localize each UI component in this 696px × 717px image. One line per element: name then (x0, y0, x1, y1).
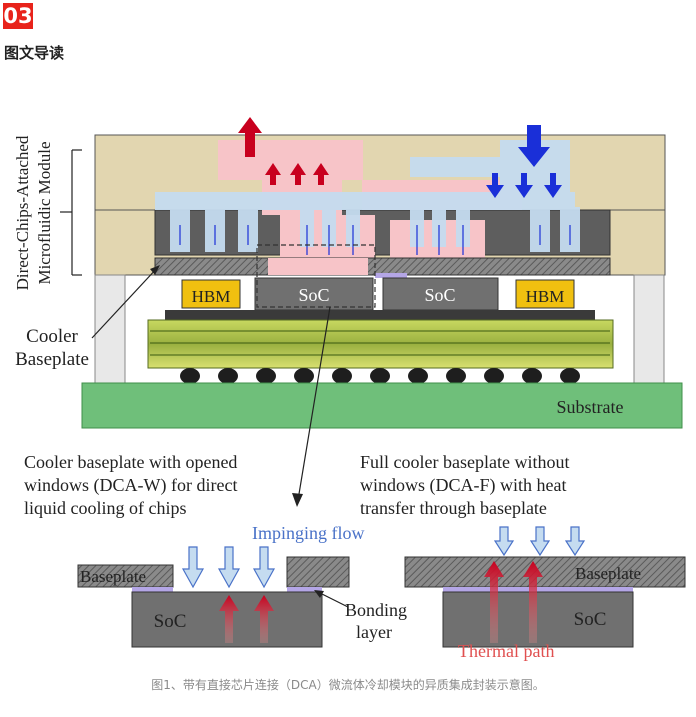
left-desc-line3: liquid cooling of chips (24, 498, 186, 518)
substrate (81, 382, 683, 429)
dcaw-bonding-right (287, 587, 322, 592)
interposer (165, 310, 595, 320)
dcaw-baseplate-left (77, 564, 174, 588)
dcaw-hot-arrows (219, 595, 274, 643)
dcaf-soc-label: SoC (574, 609, 607, 630)
bonding-label-line1: Bonding (345, 600, 407, 620)
dcaf-soc (442, 591, 634, 648)
impinging-flow-label: Impinging flow (252, 523, 365, 543)
soc-left (254, 277, 374, 311)
zoom-region (256, 244, 376, 308)
left-desc-line1: Cooler baseplate with opened (24, 452, 237, 472)
right-desc-line1: Full cooler baseplate without (360, 452, 569, 472)
left-desc-line2: windows (DCA-W) for direct (24, 475, 237, 496)
dcaf-hot-arrows (484, 561, 543, 643)
substrate-label: Substrate (557, 397, 624, 417)
side-label-line2: Microfluidic Module (35, 141, 54, 284)
hbm-right (515, 279, 575, 309)
cooler-pointer (91, 266, 159, 339)
soc-right-label: SoC (424, 285, 455, 305)
cooler-label-line1: Cooler (26, 326, 78, 347)
figure-caption: 图1、带有直接芯片连接（DCA）微流体冷却模块的异质集成封装示意图。 (151, 678, 545, 692)
cold-inflow-arrows (486, 125, 562, 198)
dcaw-baseplate-right (286, 556, 350, 588)
dcaf-cold-arrows (493, 526, 586, 557)
baseplate-window (268, 258, 368, 275)
cooler-label-line2: Baseplate (15, 349, 89, 370)
section-title: 图文导读 (4, 44, 65, 62)
hbm-right-label: HBM (526, 287, 565, 306)
zoom-pointer-head (292, 493, 303, 507)
bonding-strip (375, 273, 407, 278)
support-pillar-left (94, 274, 126, 384)
support-pillar-right (633, 274, 665, 384)
right-desc-line2: windows (DCA-F) with heat (360, 475, 566, 496)
section-number-badge: 03 (3, 3, 33, 29)
cooler-baseplate (154, 257, 611, 276)
hbm-left-label: HBM (192, 287, 231, 306)
dcaw-soc-label: SoC (154, 611, 187, 632)
side-label-line1: Direct-Chips-Attached (13, 135, 32, 290)
package-pcb (147, 319, 614, 369)
pcb-traces (150, 330, 610, 356)
dcaw-bonding-left (132, 587, 173, 592)
cooler-pointer-head (150, 265, 160, 275)
hbm-left (181, 279, 241, 309)
dcaf-baseplate-label: Baseplate (575, 564, 641, 583)
bonding-pointer-head (314, 590, 324, 598)
bonding-label-line2: layer (356, 622, 392, 642)
bonding-pointer (317, 591, 349, 608)
right-desc-line3: transfer through baseplate (360, 498, 547, 518)
dca-package-diagram: Direct-Chips-Attached Microfluidic Modul… (13, 117, 686, 661)
dcaw-baseplate-label: Baseplate (80, 567, 146, 586)
solder-balls (180, 368, 580, 384)
thermal-path-label: Thermal path (458, 641, 554, 661)
dcaw-cold-arrows (181, 546, 276, 589)
dcaf-baseplate (404, 556, 686, 588)
dcaf-bonding (443, 587, 633, 592)
zoom-pointer (297, 306, 331, 501)
soc-right (382, 277, 499, 311)
microchannel-nozzles (179, 225, 571, 255)
soc-left-label: SoC (298, 285, 329, 305)
hot-outflow-arrows (238, 117, 329, 185)
side-bracket (60, 149, 82, 276)
